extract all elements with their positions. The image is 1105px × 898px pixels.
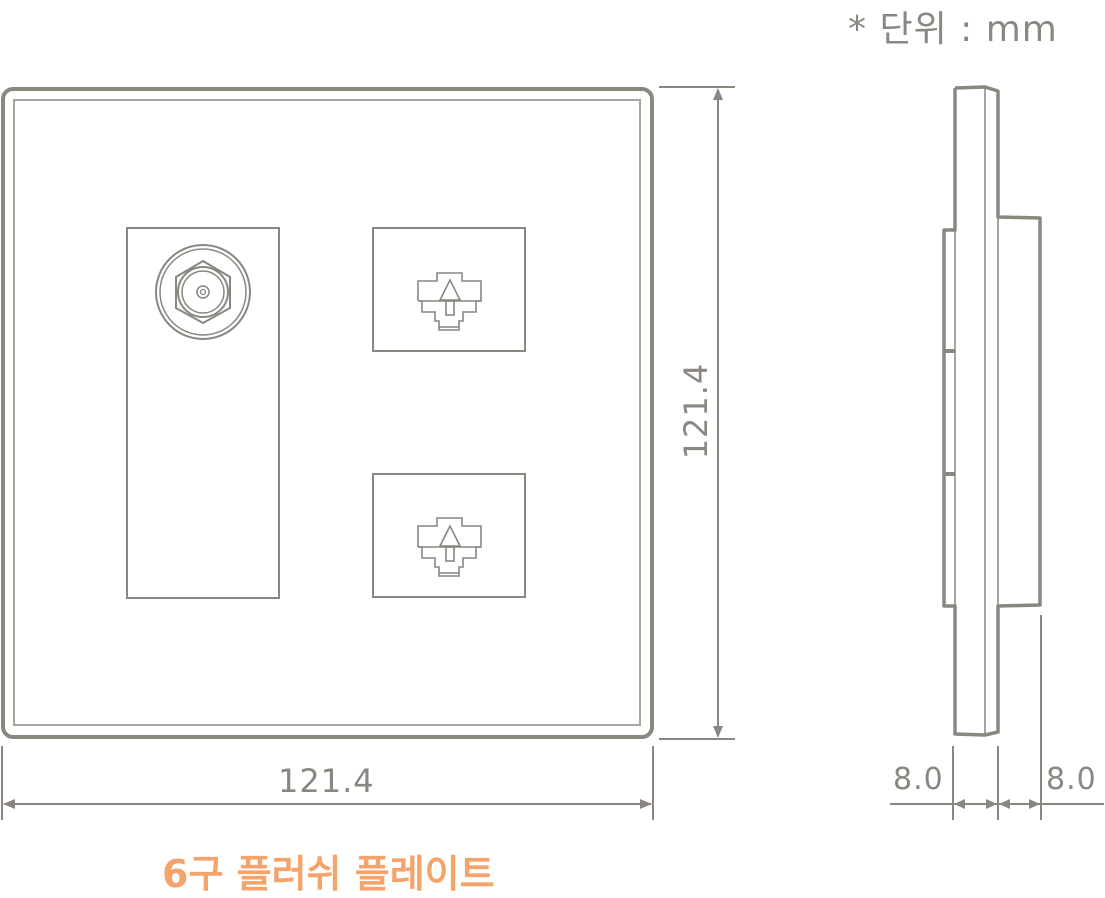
unit-note: * 단위 : mm bbox=[848, 9, 1058, 50]
height-label-wrap: 121.4 bbox=[672, 363, 720, 460]
depth-dimension bbox=[890, 615, 1104, 820]
width-label: 121.4 bbox=[278, 762, 375, 800]
side-view bbox=[942, 85, 1042, 737]
height-dimension bbox=[659, 86, 735, 740]
front-plate bbox=[1, 87, 654, 739]
depth-back-label: 8.0 bbox=[1046, 762, 1097, 797]
rj45-jack-top bbox=[372, 227, 526, 352]
coaxial-module bbox=[126, 227, 280, 599]
width-dimension bbox=[1, 746, 654, 820]
product-caption: 6구 플러쉬 플레이트 bbox=[162, 852, 495, 896]
height-label: 121.4 bbox=[677, 362, 715, 460]
rj45-jack-bottom bbox=[372, 473, 526, 598]
depth-front-label: 8.0 bbox=[893, 762, 944, 797]
